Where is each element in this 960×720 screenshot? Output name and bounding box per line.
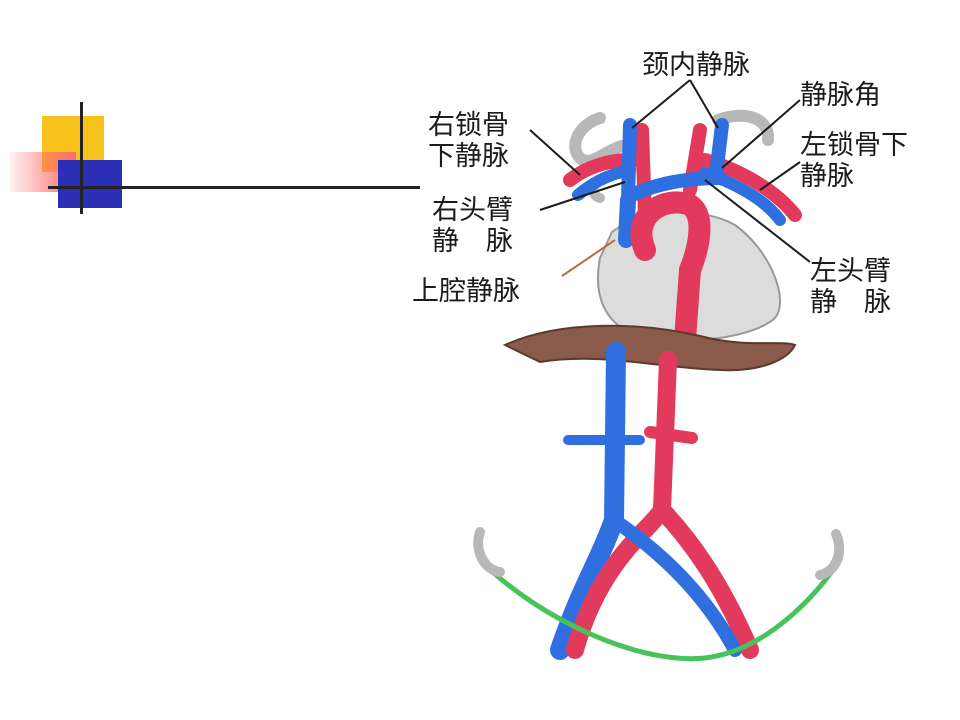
superior-vena-cava-shape: [618, 192, 636, 248]
left-clavicle: [712, 109, 774, 146]
right-common-iliac-vein: [607, 513, 742, 657]
label-venous-angle: 静脉角: [800, 80, 881, 111]
left-brachiocephalic-vein: [625, 171, 727, 202]
deco-horizontal-line: [48, 186, 420, 189]
left-pelvic-bone: [473, 527, 505, 577]
right-internal-jugular: [621, 118, 637, 207]
label-left-subclavian: 左锁骨下 静脉: [800, 130, 908, 192]
right-common-iliac-artery: [653, 501, 759, 659]
pointer-right-brachiocephalic: [539, 181, 626, 211]
left-internal-jugular: [709, 118, 729, 182]
pointer-right-subclavian: [529, 129, 581, 176]
renal-artery: [644, 426, 698, 444]
label-right-brachiocephalic: 右头臂 静 脉: [432, 195, 513, 257]
diaphragm: [502, 324, 797, 372]
right-carotid: [635, 123, 652, 222]
deco-blue-square: [58, 160, 122, 208]
label-left-brachiocephalic: 左头臂 静 脉: [810, 256, 891, 318]
pointer-venous-angle: [721, 99, 801, 169]
pointer-jugular-right: [631, 79, 691, 129]
pelvic-curve: [478, 558, 843, 662]
label-jugular-vein: 颈内静脉: [642, 50, 750, 81]
pointer-superior-vena-cava: [561, 239, 616, 277]
label-right-subclavian: 右锁骨 下静脉: [428, 110, 509, 172]
pointer-jugular-left: [689, 79, 719, 129]
deco-vertical-line: [80, 102, 83, 214]
right-clavicle: [569, 112, 628, 167]
right-pelvic-bone: [815, 529, 845, 580]
slide-decoration: [0, 0, 420, 220]
label-superior-vena-cava: 上腔静脉: [412, 276, 520, 307]
pointer-left-subclavian: [759, 161, 801, 191]
pointer-left-brachiocephalic: [704, 179, 811, 263]
aortic-arch: [630, 191, 711, 351]
